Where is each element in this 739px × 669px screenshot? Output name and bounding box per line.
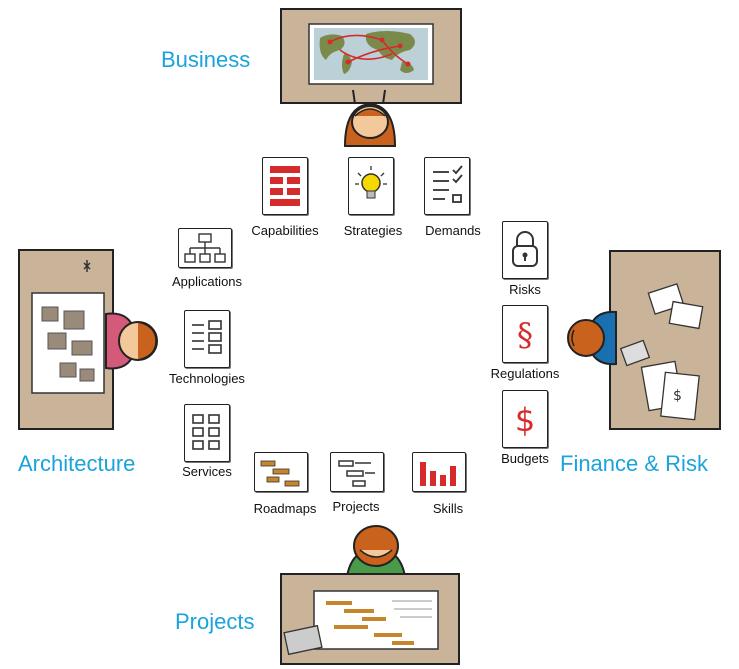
svg-text:$: $: [673, 388, 682, 404]
role-label-finance-risk: Finance & Risk: [560, 451, 708, 476]
architecture-person: [105, 312, 158, 370]
finance-person: [567, 310, 617, 366]
label-roadmaps: Roadmaps: [253, 501, 317, 516]
label-regulations: Regulations: [490, 366, 560, 381]
role-label-projects: Projects: [175, 609, 255, 634]
svg-text:§: §: [517, 316, 533, 354]
label-applications: Applications: [171, 274, 243, 289]
role-label-architecture: Architecture: [18, 451, 136, 476]
technologies-card[interactable]: [184, 310, 230, 368]
world-map-icon: [308, 23, 434, 85]
architecture-desk: [18, 249, 114, 430]
demands-card[interactable]: [424, 157, 470, 215]
skills-card[interactable]: [412, 452, 466, 492]
business-desk: [280, 8, 462, 104]
label-services: Services: [182, 464, 232, 479]
label-strategies: Strategies: [343, 223, 403, 238]
label-projects: Projects: [332, 499, 380, 514]
lightbulb-icon: [355, 166, 387, 199]
projects-desk: [280, 573, 460, 665]
budgets-card[interactable]: $: [502, 390, 548, 448]
red-blocks-icon: [270, 166, 300, 206]
capabilities-card[interactable]: [262, 157, 308, 215]
padlock-icon: [512, 231, 538, 267]
checklist-icon: [433, 165, 463, 203]
dollar-icon: $: [515, 401, 535, 439]
timeline-icon: [338, 460, 375, 487]
strategies-card[interactable]: [348, 157, 394, 215]
roadmaps-card[interactable]: [254, 452, 308, 492]
finance-desk: $: [609, 250, 721, 430]
regulations-card[interactable]: §: [502, 305, 548, 363]
label-demands: Demands: [425, 223, 481, 238]
grid-icon: [192, 414, 220, 450]
paragraph-icon: §: [517, 316, 533, 354]
role-label-business: Business: [161, 47, 251, 72]
risks-card[interactable]: [502, 221, 548, 279]
label-capabilities: Capabilities: [251, 223, 319, 238]
applications-card[interactable]: [178, 228, 232, 268]
bar-chart-icon: [420, 462, 456, 486]
label-skills: Skills: [432, 501, 464, 516]
label-risks: Risks: [509, 282, 541, 297]
projects-card[interactable]: [330, 452, 384, 492]
list-icon: [192, 320, 222, 354]
org-chart-icon: [184, 233, 226, 263]
business-person: [343, 89, 397, 147]
services-card[interactable]: [184, 404, 230, 462]
gantt-icon: [260, 460, 300, 487]
label-technologies: Technologies: [169, 371, 245, 386]
label-budgets: Budgets: [501, 451, 549, 466]
svg-text:$: $: [515, 401, 535, 439]
